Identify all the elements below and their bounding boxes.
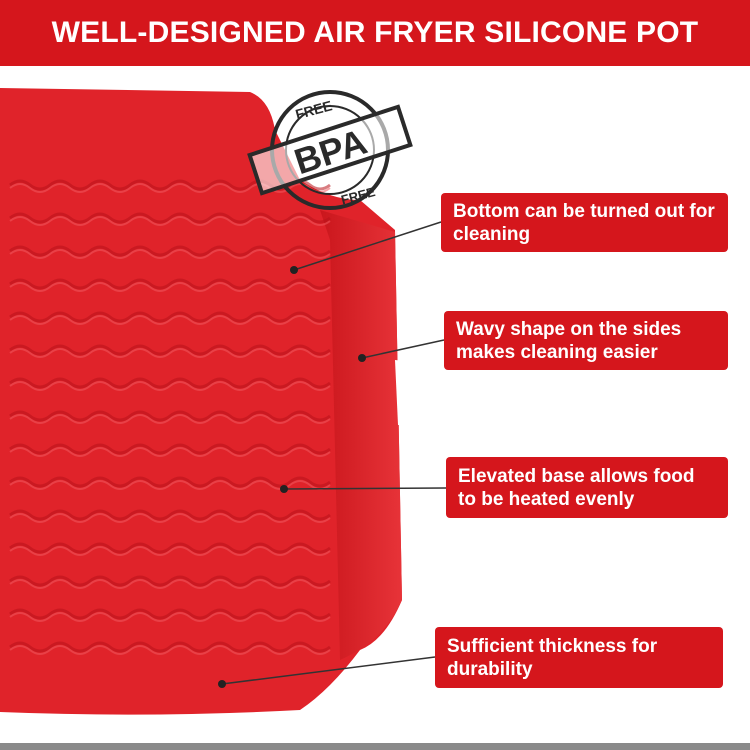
callout-dot [218,680,226,688]
wavy-ridge [9,480,331,490]
wavy-ridge [9,447,331,457]
callout-text: Wavy shape on the sides makes cleaning e… [456,318,682,363]
wavy-ridge [9,245,331,257]
callout-thickness: Sufficient thickness for durability [435,627,723,688]
callout-dot [358,354,366,362]
wavy-ridge [9,476,331,488]
callout-bottom-turn-out: Bottom can be turned out for cleaning [441,193,728,252]
callout-dot [280,485,288,493]
wavy-ridge [9,315,331,325]
bpa-free-stamp: FREE BPA FREE [247,90,413,210]
callout-elevated-base: Elevated base allows food to be heated e… [446,457,728,518]
wavy-ridge [9,348,331,358]
wavy-ridge [9,381,331,391]
wavy-ridge [9,183,331,193]
wavy-ridge [9,410,331,422]
callout-text: Elevated base allows food to be heated e… [458,465,695,510]
callout-leaders [221,221,447,685]
svg-text:BPA: BPA [289,121,371,183]
wavy-ridge [9,212,331,224]
wavy-ridge [9,278,331,290]
wavy-ridge [9,645,331,655]
silicone-pot [0,88,412,715]
callout-text: Bottom can be turned out for cleaning [453,200,715,245]
wavy-ridge [9,414,331,424]
callout-wavy-sides: Wavy shape on the sides makes cleaning e… [444,311,728,370]
wavy-ridge [9,216,331,226]
wavy-ridge [9,443,331,455]
wavy-ridge [9,249,331,259]
wavy-ridge [9,575,331,587]
header-banner: WELL-DESIGNED AIR FRYER SILICONE POT [0,0,750,66]
callout-dot [290,266,298,274]
wavy-ridge [9,513,331,523]
wavy-ridge [9,311,331,323]
wavy-ridge [9,377,331,389]
wavy-ridge [9,579,331,589]
wavy-ridge [9,608,331,620]
wavy-ridge [9,641,331,653]
wavy-ridge [9,542,331,554]
wavy-ridge [9,546,331,556]
callout-text: Sufficient thickness for durability [447,635,658,680]
page-title: WELL-DESIGNED AIR FRYER SILICONE POT [51,16,699,49]
wavy-ridge [9,612,331,622]
wavy-ridge [9,282,331,292]
bottom-bar [0,743,750,750]
wavy-ridge [9,509,331,521]
wavy-ridge [9,344,331,356]
